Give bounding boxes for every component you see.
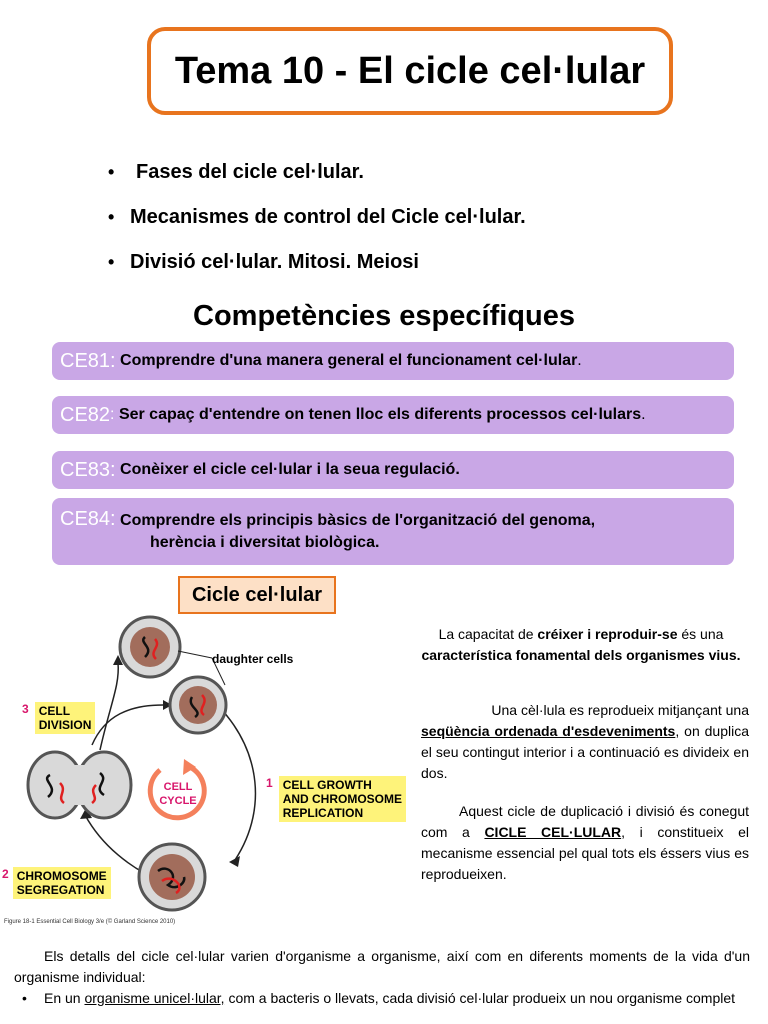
- arrowhead: [80, 808, 92, 819]
- step-number: 2: [2, 867, 9, 881]
- bottom-list-item: • En un organisme unicel·lular, com a ba…: [22, 988, 752, 1008]
- chromosome: [59, 782, 65, 804]
- bullet: •: [22, 990, 27, 1006]
- competency-ce82: CE82: Ser capaç d'entendre on tenen lloc…: [52, 396, 734, 434]
- chromosome: [200, 694, 206, 716]
- page-title: Tema 10 - El cicle cel·lular: [174, 49, 646, 92]
- cycle-arrow-left: [91, 704, 164, 746]
- step-line: AND CHROMOSOME: [282, 792, 403, 806]
- step-tag: CELL GROWTH AND CHROMOSOME REPLICATION: [278, 776, 407, 822]
- competency-text: Comprendre els principis bàsics de l'org…: [120, 512, 596, 529]
- text-run: com a bacteris o llevats, cada divisió c…: [224, 990, 736, 1006]
- bullet: •: [108, 162, 115, 182]
- nucleus: [179, 686, 217, 724]
- bottom-intro: Els detalls del cicle cel·lular varien d…: [14, 948, 750, 985]
- paragraph-3: Aquest cicle de duplicació i divisió és …: [421, 801, 749, 885]
- step-tag: CHROMOSOME SEGREGATION: [12, 867, 111, 899]
- topic-item: • Fases del cicle cel·lular.: [108, 150, 526, 195]
- cell-cycle-figure: daughter cells CELL CYCLE: [26, 615, 294, 912]
- competency-text-line2: herència i diversitat biològica.: [150, 534, 380, 551]
- topic-text: Fases del cicle cel·lular.: [136, 161, 364, 183]
- chromosome: [157, 867, 186, 889]
- chromosome: [98, 772, 105, 797]
- paragraph-1: La capacitat de créixer i reproduir-se é…: [405, 624, 757, 666]
- arrowhead: [183, 759, 196, 775]
- competency-text: Ser capaç d'entendre on tenen lloc els d…: [118, 406, 642, 423]
- competency-code: CE84:: [60, 508, 116, 530]
- text-run-bold: característica fonamental dels organisme…: [421, 647, 741, 663]
- text-run-underlined: organisme unicel·lular,: [84, 990, 225, 1006]
- paragraph-2: Una cèl·lula es reprodueix mitjançant un…: [421, 700, 749, 784]
- division-arrow: [99, 662, 120, 751]
- competency-end: .: [577, 352, 582, 369]
- bullet: •: [108, 207, 115, 227]
- step-line: CHROMOSOME: [16, 869, 107, 883]
- text-run: , on duplica el seu contingut interior i…: [421, 723, 750, 781]
- competency-code: CE82: [60, 403, 111, 426]
- cycle-center-label: CYCLE: [159, 795, 196, 807]
- bullet: •: [108, 252, 115, 272]
- text-run-bold: seqüència ordenada d'esdeveniments: [421, 723, 676, 739]
- cycle-center-arrow: [147, 764, 207, 821]
- text-run: La capacitat de: [438, 626, 538, 642]
- topic-item: • Mecanismes de control del Cicle cel·lul…: [108, 195, 526, 240]
- competency-ce83: CE83: Conèixer el cicle cel·lular i la s…: [52, 451, 734, 489]
- competency-code: CE81:: [60, 349, 116, 372]
- competency-text: Conèixer el cicle cel·lular i la seua re…: [120, 461, 460, 478]
- chromosome: [45, 773, 54, 798]
- competency-code: CE83:: [60, 458, 116, 481]
- topic-item: • Divisió cel·lular. Mitosi. Meiosi: [108, 240, 526, 285]
- arrowhead: [229, 856, 240, 867]
- title-box: Tema 10 - El cicle cel·lular: [147, 27, 673, 115]
- competency-ce84: CE84: Comprendre els principis bàsics de…: [52, 498, 734, 565]
- competency-end: .: [641, 406, 646, 423]
- section-label: Cicle cel·lular: [178, 576, 336, 614]
- list-item-text: En un organisme unicel·lular, com a bact…: [44, 988, 735, 1008]
- cell-bridge: [68, 765, 92, 805]
- topics-list: • Fases del cicle cel·lular. • Mecanismes …: [108, 150, 526, 285]
- step-2-label: 2 CHROMOSOME SEGREGATION: [2, 867, 111, 899]
- cycle-center-label: CELL: [164, 781, 193, 793]
- step-3-label: 3 CELL DIVISION: [22, 702, 96, 734]
- text-run: Aquest cicle de duplicació i divisió és …: [421, 803, 749, 840]
- competency-text: Comprendre d'una manera general el funci…: [120, 352, 578, 369]
- text-run: En un: [44, 990, 85, 1006]
- chromosome: [91, 784, 97, 804]
- competencies-heading: Competències específiques: [193, 300, 575, 332]
- nucleus: [130, 627, 170, 667]
- text-run: Una cèl·lula es reprodueix mitjançant un…: [491, 702, 749, 718]
- figure-caption: Figure 18-1 Essential Cell Biology 3/e (…: [4, 919, 176, 925]
- text-run: , i constitueix el mecanisme essencial p…: [421, 824, 749, 882]
- step-line: DIVISION: [38, 718, 92, 732]
- chromosome: [161, 877, 181, 895]
- text-run-bold: CICLE CEL·LULAR: [484, 824, 622, 840]
- step-tag: CELL DIVISION: [34, 702, 96, 734]
- text-run-bold: créixer i reproduir-se: [537, 626, 678, 642]
- step-number: 1: [266, 776, 273, 790]
- chromosome: [142, 636, 150, 658]
- topic-text: Divisió cel·lular. Mitosi. Meiosi: [130, 251, 419, 273]
- leader-line: [177, 650, 213, 659]
- step-line: REPLICATION: [282, 806, 364, 820]
- competency-ce81: CE81: Comprendre d'una manera general el…: [52, 342, 734, 380]
- arrowhead: [163, 700, 172, 710]
- chromosome: [189, 696, 199, 719]
- step-number: 3: [22, 702, 29, 716]
- step-1-label: 1 CELL GROWTH AND CHROMOSOME REPLICATION: [266, 776, 407, 822]
- competency-sep: :: [110, 406, 115, 423]
- chromosome: [152, 638, 159, 660]
- daughter-cells-label: daughter cells: [212, 652, 294, 666]
- leader-line: [211, 657, 226, 686]
- step-line: SEGREGATION: [16, 883, 105, 897]
- text-run: és una: [677, 626, 724, 642]
- topic-text: Mecanismes de control del Cicle cel·lula…: [130, 206, 526, 228]
- arrowhead: [113, 655, 123, 665]
- step-line: CELL: [38, 704, 71, 718]
- step-line: CELL GROWTH: [282, 778, 372, 792]
